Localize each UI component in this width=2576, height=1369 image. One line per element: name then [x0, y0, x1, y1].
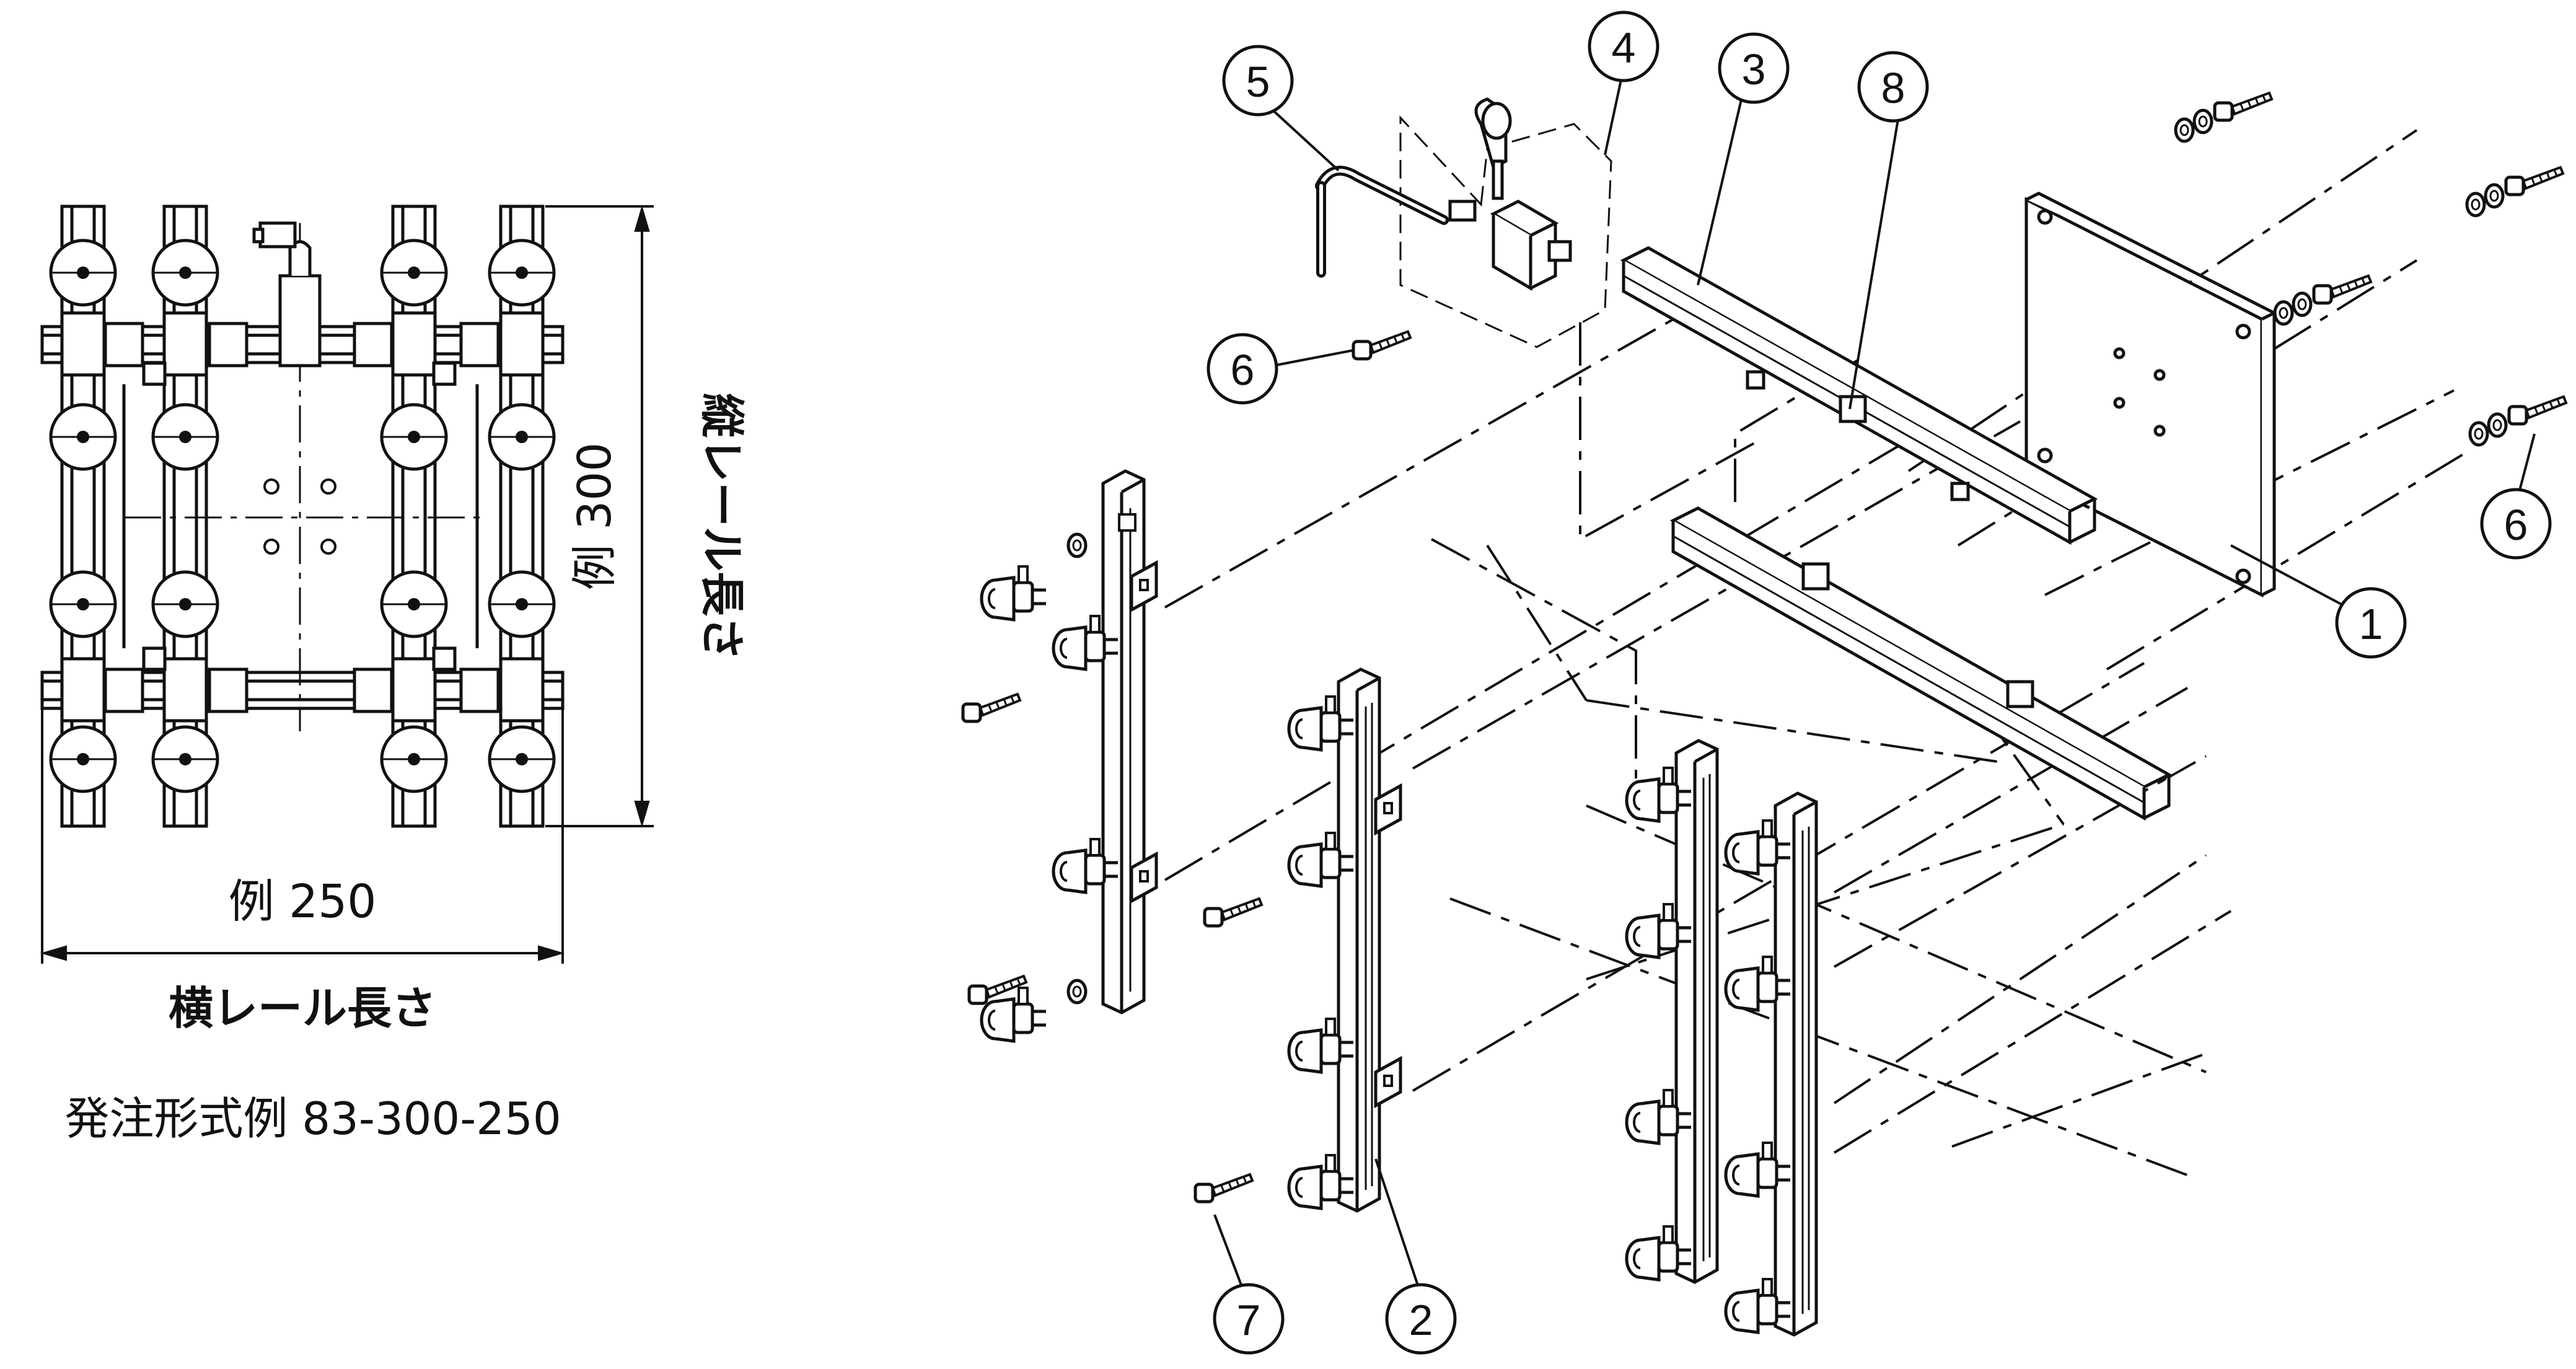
pad-rail	[1627, 741, 1717, 1282]
svg-text:6: 6	[1231, 346, 1255, 394]
balloon-3: 3	[1718, 32, 1790, 104]
svg-text:2: 2	[1409, 1296, 1433, 1344]
balloon-1: 1	[2335, 587, 2407, 659]
balloon-8: 8	[1857, 51, 1929, 123]
leader-lines	[1213, 68, 2536, 1305]
svg-text:3: 3	[1742, 45, 1766, 94]
horizontal-dimension-label: 例 250	[229, 875, 377, 928]
fitting-block	[252, 221, 322, 368]
vertical-dimension-label: 例 300	[568, 442, 622, 591]
balloon-6: 6	[1207, 333, 1278, 405]
order-format-example: 発注形式例 83-300-250	[64, 1093, 561, 1145]
vertical-pad-rails	[963, 469, 1816, 1335]
svg-text:1: 1	[2359, 600, 2383, 648]
balloon-4: 4	[1588, 11, 1659, 82]
vertical-rail	[499, 205, 545, 828]
balloon-7: 7	[1213, 1283, 1285, 1355]
svg-text:5: 5	[1246, 58, 1270, 106]
svg-text:7: 7	[1237, 1296, 1261, 1344]
lower-cross-rail	[1669, 506, 2173, 821]
horizontal-dimension	[40, 708, 565, 964]
pad-rail	[1053, 469, 1156, 1015]
svg-text:6: 6	[2504, 501, 2528, 549]
balloon-2: 2	[1385, 1283, 1457, 1355]
svg-text:8: 8	[1881, 64, 1906, 112]
plate-bolts	[1353, 93, 2566, 445]
pad-rail	[1726, 793, 1816, 1335]
exploded-view: 1 2 3 4 5 6 6 7	[963, 11, 2566, 1355]
horizontal-rail-length-caption: 横レール長さ	[169, 982, 436, 1034]
vertical-rail	[60, 205, 106, 828]
vertical-rail	[391, 205, 437, 828]
front-view: 例 300 縦レール長さ 例 250 横レール長さ 発注形式例 83-300-2…	[40, 205, 748, 1145]
balloon-6: 6	[2480, 488, 2552, 560]
upper-cross-rail	[1620, 246, 2098, 545]
svg-text:4: 4	[1612, 24, 1636, 72]
balloon-5: 5	[1222, 45, 1294, 117]
vertical-rail	[162, 205, 208, 828]
vertical-rail-length-caption: 縦レール長さ	[696, 393, 748, 661]
vertical-dimension	[545, 205, 654, 828]
air-fitting-assembly	[1315, 97, 1612, 348]
